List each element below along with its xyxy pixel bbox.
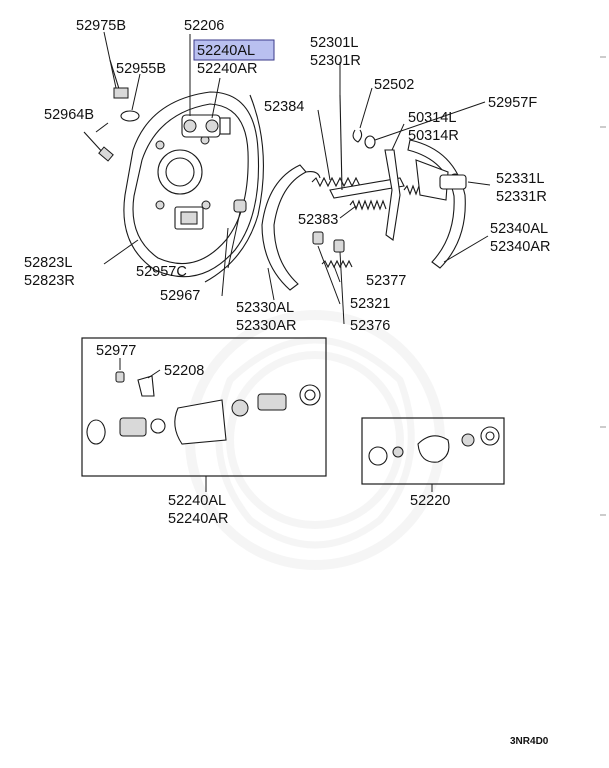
adjuster-lever[interactable] [329, 177, 405, 199]
label-52502[interactable]: 52502 [374, 77, 414, 93]
wheel-cylinder-on-plate[interactable] [181, 114, 231, 138]
bolt-52975B[interactable] [109, 59, 129, 99]
label-52977[interactable]: 52977 [96, 343, 136, 359]
adjuster-52331[interactable] [439, 174, 467, 190]
label-52955B[interactable]: 52955B [116, 61, 166, 77]
spring-52377[interactable] [321, 259, 353, 269]
label-52823L[interactable]: 52823L [24, 255, 72, 271]
label-52208[interactable]: 52208 [164, 363, 204, 379]
spring-52384[interactable] [311, 176, 361, 188]
repair-kit-parts[interactable] [368, 426, 500, 466]
washer-52957F[interactable] [364, 135, 376, 149]
label-52340AR[interactable]: 52340AR [490, 239, 550, 255]
label-52957F[interactable]: 52957F [488, 95, 537, 111]
label-52340AL[interactable]: 52340AL [490, 221, 548, 237]
label-52377[interactable]: 52377 [366, 273, 406, 289]
label-52957C[interactable]: 52957C [136, 264, 187, 280]
diagram-code: 3NR4D0 [510, 736, 549, 747]
label-52220[interactable]: 52220 [410, 493, 450, 509]
spring-52383[interactable] [349, 199, 387, 211]
backing-plate[interactable] [123, 91, 260, 278]
label-52240AR-bot[interactable]: 52240AR [168, 511, 228, 527]
label-52967[interactable]: 52967 [160, 288, 200, 304]
label-50314L[interactable]: 50314L [408, 110, 456, 126]
label-52206[interactable]: 52206 [184, 18, 224, 34]
label-52376[interactable]: 52376 [350, 318, 390, 334]
label-52384[interactable]: 52384 [264, 99, 304, 115]
label-52240AL-top[interactable]: 52240AL [197, 43, 255, 59]
pin-52301[interactable] [339, 94, 343, 191]
label-52330AR[interactable]: 52330AR [236, 318, 296, 334]
label-52301R[interactable]: 52301R [310, 53, 361, 69]
watermark-emblem [185, 310, 445, 570]
label-52331R[interactable]: 52331R [496, 189, 547, 205]
label-52321[interactable]: 52321 [350, 296, 390, 312]
clip-52502[interactable] [352, 129, 363, 143]
label-52240AL-bot[interactable]: 52240AL [168, 493, 226, 509]
plug-52957C[interactable] [233, 199, 247, 213]
label-52823R[interactable]: 52823R [24, 273, 75, 289]
repair-kit-box [361, 417, 505, 485]
label-50314R[interactable]: 50314R [408, 128, 459, 144]
label-52964B[interactable]: 52964B [44, 107, 94, 123]
brake-shoe-52340[interactable] [407, 139, 466, 269]
label-52301L[interactable]: 52301L [310, 35, 358, 51]
wheel-cylinder-parts[interactable] [86, 371, 321, 445]
label-52383[interactable]: 52383 [298, 212, 338, 228]
cup-52376[interactable] [333, 239, 345, 253]
label-52975B[interactable]: 52975B [76, 18, 126, 34]
label-52331L[interactable]: 52331L [496, 171, 544, 187]
wheel-cylinder-box [81, 337, 327, 477]
highlight-52240AL [193, 39, 275, 61]
nut-52955B[interactable] [120, 110, 140, 122]
label-52330AL[interactable]: 52330AL [236, 300, 294, 316]
leader-52208 [147, 369, 161, 379]
link-50314[interactable] [384, 149, 401, 241]
label-52240AR-top[interactable]: 52240AR [197, 61, 257, 77]
leader-lines-upper [95, 31, 491, 325]
cup-52321[interactable] [312, 231, 324, 245]
brake-shoe-52330[interactable] [261, 164, 321, 291]
bolt-52964B[interactable] [83, 131, 114, 162]
